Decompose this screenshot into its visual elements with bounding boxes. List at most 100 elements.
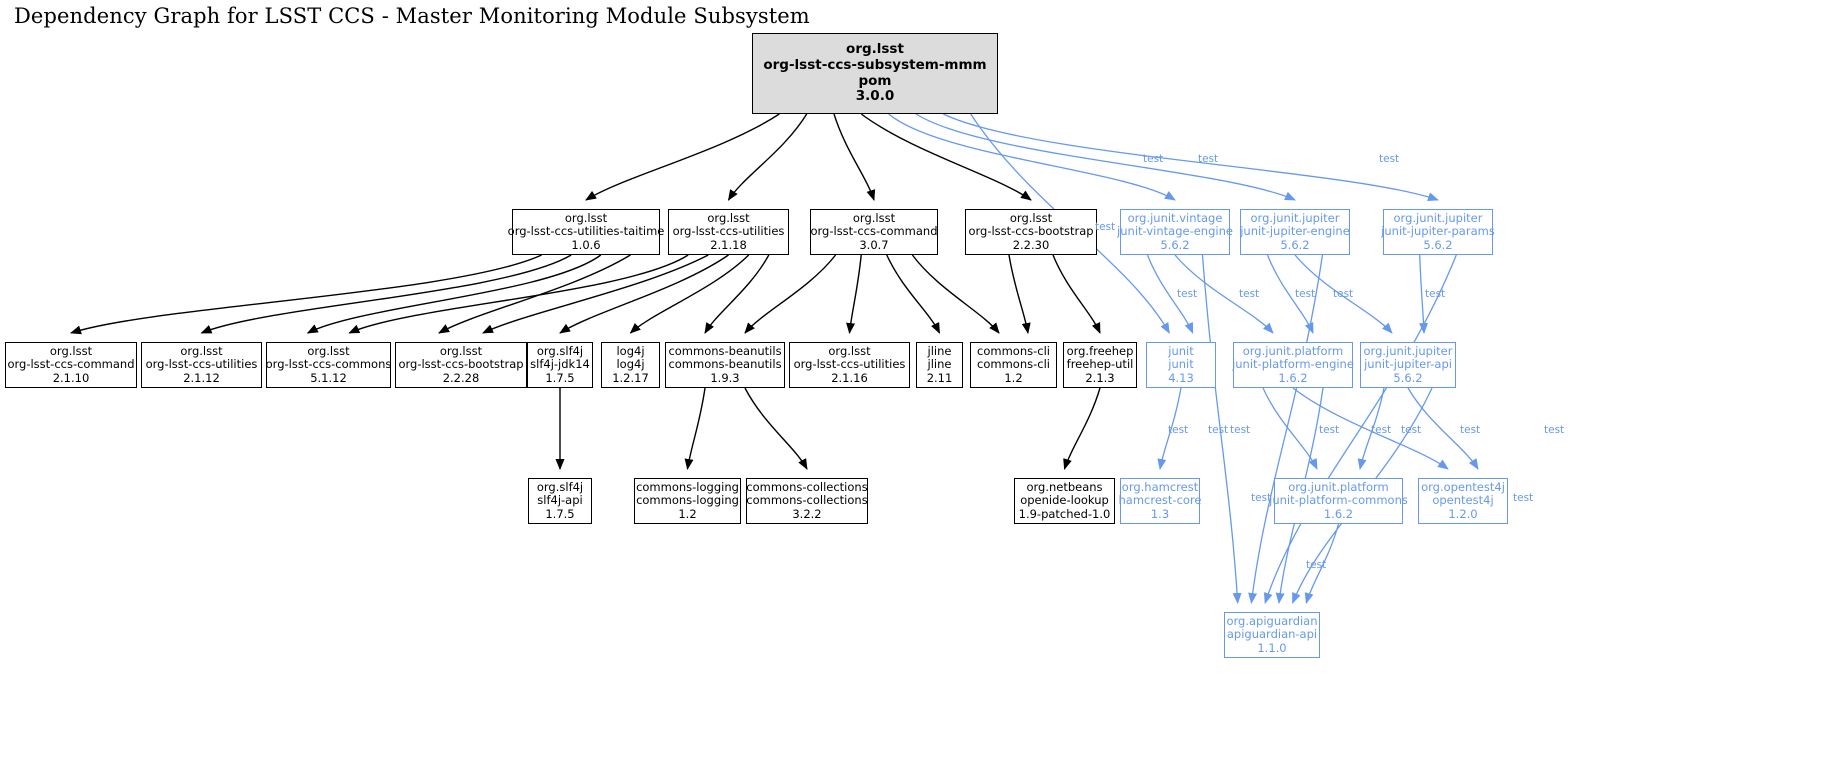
graph-edge-command307-to-commons-beanutils	[744, 254, 837, 334]
graph-edge-root-to-bootstrap2230	[860, 113, 1032, 201]
node-version: 2.1.18	[710, 237, 747, 252]
edge-label-test: test	[1460, 424, 1481, 436]
edge-label-test: test	[1143, 153, 1164, 165]
graph-edge-platform-engine-to-platform-commons	[1262, 387, 1318, 470]
graph-edge-utilities2118-to-commons-beanutils	[704, 254, 770, 334]
node-version: 1.2	[678, 506, 697, 521]
graph-edge-bootstrap2230-to-commons-cli	[1008, 254, 1031, 334]
edge-label-test: test	[1371, 424, 1392, 436]
graph-edge-utilities2118-to-commons5112	[348, 254, 689, 334]
node-group: org.lsst	[828, 343, 871, 358]
node-artifact: slf4j-api	[537, 493, 583, 508]
graph-edge-command307-to-jline	[886, 254, 941, 334]
node-version: 1.7.5	[545, 370, 575, 385]
graph-edge-freehep-util-to-netbeans	[1063, 387, 1101, 470]
node-artifact: org-lsst-ccs-command	[810, 224, 938, 239]
edge-label-test: test	[1425, 288, 1446, 300]
node-version: 3.0.0	[855, 88, 895, 105]
edge-label-test: test	[1168, 424, 1189, 436]
node-group: org.junit.jupiter	[1363, 343, 1453, 358]
graph-edge-commons-beanutils-to-commons-collections	[744, 387, 808, 470]
node-artifact: commons-collections	[746, 493, 868, 508]
node-version: 1.2	[1004, 370, 1023, 385]
node-group: org.lsst	[846, 40, 904, 57]
node-artifact: commons-logging	[636, 493, 739, 508]
graph-edge-command307-to-utilities2116	[846, 254, 862, 334]
node-artifact: openide-lookup	[1020, 493, 1109, 508]
graph-edge-jupiter-api-to-opentest4j	[1407, 387, 1479, 470]
node-version: 5.6.2	[1160, 237, 1190, 252]
node-artifact: org-lsst-ccs-utilities	[145, 357, 258, 372]
node-group: org.junit.jupiter	[1393, 210, 1483, 225]
edge-label-test: test	[1544, 424, 1565, 436]
node-group: org.lsst	[707, 210, 750, 225]
node-artifact: org-lsst-ccs-utilities	[672, 224, 785, 239]
edge-label-test: test	[1333, 288, 1354, 300]
node-group: org.netbeans	[1026, 479, 1103, 494]
edge-label-test: test	[1177, 288, 1198, 300]
node-artifact: org-lsst-ccs-bootstrap	[968, 224, 1094, 239]
graph-edge-taitime-to-command2110	[70, 254, 542, 335]
node-artifact: commons-beanutils	[668, 357, 782, 372]
graph-edge-jupiter-params-to-apiguardian	[1263, 254, 1457, 604]
edge-label-test: test	[1239, 288, 1260, 300]
edge-paths	[70, 113, 1479, 604]
node-group: org.freehep	[1066, 343, 1134, 358]
node-group: org.slf4j	[536, 479, 584, 494]
node-artifact: hamcrest-core	[1118, 493, 1202, 508]
node-artifact: org-lsst-ccs-commons	[265, 357, 392, 372]
edge-label-test: test	[1208, 424, 1229, 436]
node-version: 5.1.12	[310, 370, 347, 385]
graph-edge-utilities2118-to-log4j	[629, 254, 750, 334]
graph-edge-bootstrap2230-to-freehep-util	[1052, 254, 1101, 334]
node-group: org.lsst	[180, 343, 223, 358]
graph-edge-root-to-command307	[833, 113, 876, 201]
node-version: 5.6.2	[1280, 237, 1310, 252]
node-group: org.lsst	[564, 210, 608, 225]
node-group: org.lsst	[852, 210, 896, 225]
node-group: org.lsst	[49, 343, 93, 358]
node-group: org.slf4j	[536, 343, 584, 358]
edge-label-test: test	[1306, 559, 1327, 571]
node-artifact: jline	[927, 357, 952, 372]
node-version: 1.6.2	[1323, 506, 1354, 521]
graph-edge-utilities2118-to-slf4j-jdk14	[559, 254, 729, 334]
graph-edge-vintage-engine-to-platform-engine	[1174, 254, 1274, 334]
node-version: 1.2.17	[612, 370, 649, 385]
node-group: org.apiguardian	[1226, 613, 1318, 628]
node-group: commons-logging	[636, 479, 739, 494]
node-version: 2.11	[926, 370, 953, 385]
edge-label-test: test	[1513, 492, 1534, 504]
node-artifact: apiguardian-api	[1226, 627, 1318, 642]
